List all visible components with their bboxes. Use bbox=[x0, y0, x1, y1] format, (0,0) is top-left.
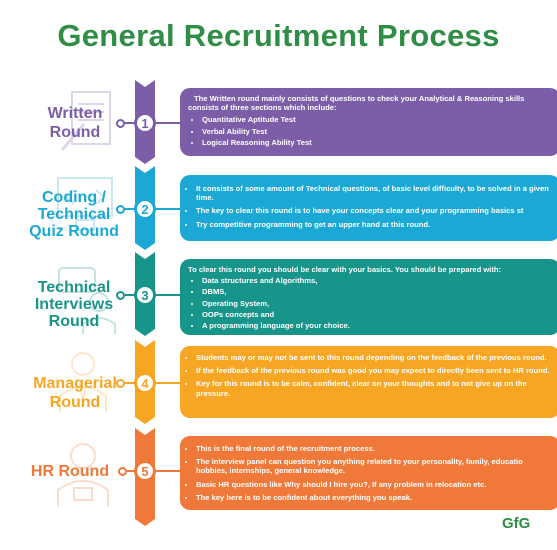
stage-label-technical: Technical Interviews Round bbox=[34, 279, 114, 330]
card-bullet: OOPs concepts and bbox=[202, 310, 552, 319]
gfg-logo: GfG bbox=[502, 515, 531, 532]
card-bullet: It consists of some amount of Technical … bbox=[196, 184, 552, 202]
page-title: General Recruitment Process bbox=[57, 18, 500, 53]
connector-line bbox=[156, 294, 180, 296]
stage-card-written: The Written round mainly consists of que… bbox=[180, 88, 557, 156]
connector-dot bbox=[116, 205, 125, 214]
stage-label-coding: Coding / Technical Quiz Round bbox=[29, 189, 119, 240]
stage-label-hr: HR Round bbox=[30, 463, 110, 480]
stage-card-managerial: Students may or may not be sent to this … bbox=[180, 346, 557, 418]
connector-line bbox=[125, 122, 135, 124]
connector-line bbox=[127, 470, 135, 472]
stage-card-coding: It consists of some amount of Technical … bbox=[180, 175, 557, 241]
stage-card-hr: This is the final round of the recruitme… bbox=[180, 436, 557, 510]
step-number-2: 2 bbox=[134, 198, 156, 220]
connector-line bbox=[156, 382, 180, 384]
card-bullet: Try competitive programming to get an up… bbox=[196, 220, 552, 229]
card-bullet: A programming language of your choice. bbox=[202, 321, 552, 330]
connector-line bbox=[156, 122, 180, 124]
card-bullet: Students may or may not be sent to this … bbox=[196, 353, 552, 362]
card-bullet: The key to clear this round is to have y… bbox=[196, 206, 552, 215]
card-bullet: Operating System, bbox=[202, 299, 552, 308]
connector-line bbox=[125, 208, 135, 210]
step-number-5: 5 bbox=[134, 460, 156, 482]
card-bullet: The interview panel can question you any… bbox=[196, 457, 552, 475]
card-bullet: If the feedback of the previous round wa… bbox=[196, 366, 552, 375]
connector-line bbox=[156, 470, 180, 472]
card-bullet: The key here is to be confident about ev… bbox=[196, 493, 552, 502]
interview-icon bbox=[58, 267, 116, 334]
card-bullet: Logical Reasoning Ability Test bbox=[202, 138, 552, 147]
stage-label-written: Written Round bbox=[47, 105, 103, 141]
connector-dot bbox=[116, 119, 125, 128]
card-bullet: DBMS, bbox=[202, 287, 552, 296]
card-bullet: Quantitative Aptitude Test bbox=[202, 115, 552, 124]
card-bullet: This is the final round of the recruitme… bbox=[196, 444, 552, 453]
card-intro: The Written round mainly consists of que… bbox=[188, 94, 527, 113]
connector-dot bbox=[116, 379, 125, 388]
connector-dot bbox=[116, 291, 125, 300]
card-bullet: Basic HR questions like Why should I hir… bbox=[196, 480, 552, 489]
card-bullet: Data structures and Algorithms, bbox=[202, 276, 552, 285]
card-bullet: Key for this round is to be calm, confid… bbox=[196, 379, 552, 397]
connector-line bbox=[125, 382, 135, 384]
stage-card-technical: To clear this round you should be clear … bbox=[180, 259, 557, 335]
hr-person-icon bbox=[57, 443, 109, 506]
notebook-icon bbox=[60, 91, 111, 151]
step-number-4: 4 bbox=[134, 372, 156, 394]
step-number-3: 3 bbox=[134, 284, 156, 306]
connector-line bbox=[156, 208, 180, 210]
stage-label-managerial: Managerial Round bbox=[33, 375, 117, 411]
step-number-1: 1 bbox=[134, 112, 156, 134]
card-bullet: Verbal Ability Test bbox=[202, 127, 552, 136]
connector-dot bbox=[118, 467, 127, 476]
manager-icon bbox=[59, 352, 107, 412]
card-intro: To clear this round you should be clear … bbox=[188, 265, 502, 274]
connector-line bbox=[125, 294, 135, 296]
code-screen-icon bbox=[57, 177, 113, 231]
